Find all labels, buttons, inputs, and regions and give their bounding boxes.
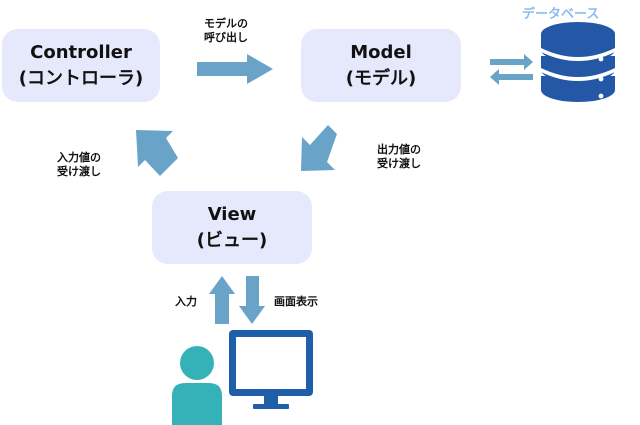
user-icon bbox=[172, 346, 222, 425]
model-title: Model bbox=[350, 41, 412, 63]
arrow-input-up bbox=[209, 276, 235, 324]
arrow-view-to-controller bbox=[136, 130, 178, 176]
label-screen-display: 画面表示 bbox=[274, 295, 318, 308]
arrow-controller-to-model bbox=[197, 54, 273, 84]
database-icon-lines bbox=[541, 48, 615, 99]
arrow-model-to-view bbox=[301, 125, 337, 171]
database-icon bbox=[541, 22, 615, 102]
monitor-icon bbox=[229, 330, 313, 409]
view-subtitle: (ビュー) bbox=[196, 229, 268, 251]
controller-box: Controller (コントローラ) bbox=[2, 29, 160, 102]
controller-title: Controller bbox=[30, 41, 132, 63]
arrows-model-database bbox=[490, 54, 533, 85]
model-box: Model (モデル) bbox=[301, 29, 461, 102]
label-call-model: モデルの 呼び出し bbox=[204, 17, 248, 44]
controller-subtitle: (コントローラ) bbox=[18, 67, 144, 89]
label-pass-output: 出力値の 受け渡し bbox=[377, 143, 421, 170]
view-title: View bbox=[207, 203, 257, 225]
label-pass-input: 入力値の 受け渡し bbox=[57, 151, 101, 178]
model-subtitle: (モデル) bbox=[345, 67, 417, 89]
arrow-display-down bbox=[239, 276, 265, 324]
view-box: View (ビュー) bbox=[152, 191, 312, 264]
database-label: データベース bbox=[522, 7, 600, 22]
label-input: 入力 bbox=[175, 295, 197, 308]
